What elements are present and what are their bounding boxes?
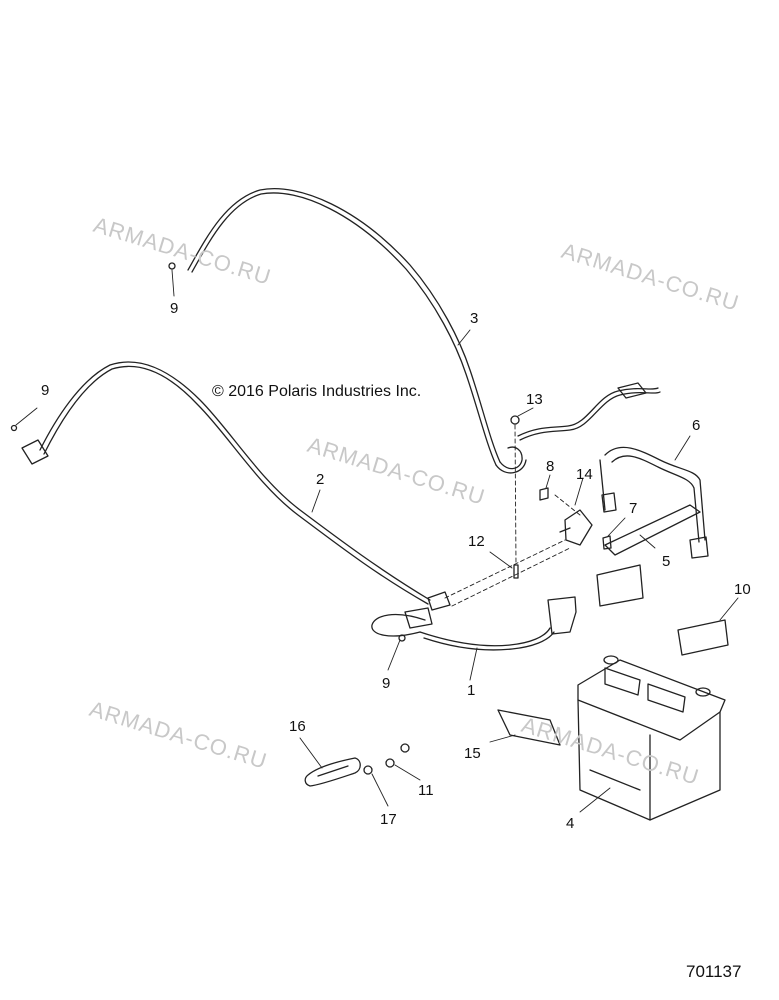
callout-8: 8 — [546, 458, 555, 475]
battery-4 — [577, 655, 726, 821]
callout-9: 9 — [382, 675, 391, 692]
callout-14: 14 — [576, 466, 593, 483]
battery-hold-down-6 — [599, 446, 709, 559]
solenoid-14 — [559, 509, 593, 546]
callout-9: 9 — [41, 382, 50, 399]
cable-3 — [187, 188, 661, 474]
callout-10: 10 — [734, 581, 751, 598]
nut-11b — [400, 743, 410, 753]
drawing-number: 701137 — [686, 962, 742, 981]
callout-11: 11 — [418, 782, 434, 799]
callout-17: 17 — [380, 811, 397, 828]
cable-2 — [21, 361, 451, 611]
assembly-lines — [444, 424, 581, 607]
callout-1: 1 — [467, 682, 476, 699]
nut-13 — [510, 415, 520, 425]
callout-9: 9 — [170, 300, 179, 317]
leader-lines — [15, 269, 739, 813]
callout-15: 15 — [464, 745, 481, 762]
strap-5 — [604, 504, 701, 556]
pad — [596, 564, 644, 607]
nut-9-left — [10, 424, 18, 432]
callout-6: 6 — [692, 417, 701, 434]
fuse-holder-16 — [304, 757, 361, 787]
callout-16: 16 — [289, 718, 306, 735]
callout-12: 12 — [468, 533, 485, 550]
label-15 — [497, 709, 561, 746]
callout-2: 2 — [316, 471, 325, 488]
callout-3: 3 — [470, 310, 479, 327]
copyright-text: © 2016 Polaris Industries Inc. — [212, 383, 422, 400]
callout-4: 4 — [566, 815, 575, 832]
nut-11 — [385, 758, 395, 768]
callout-5: 5 — [662, 553, 671, 570]
callout-13: 13 — [526, 391, 543, 408]
bolt-8 — [539, 487, 549, 501]
bolt-7 — [602, 535, 612, 550]
stud-12 — [513, 564, 519, 579]
washer-17 — [363, 765, 373, 775]
cable-1 — [371, 596, 577, 651]
callout-7: 7 — [629, 500, 638, 517]
nut-9-bottom — [398, 634, 406, 642]
nut-9-top — [168, 262, 176, 270]
pad-10 — [677, 619, 729, 656]
